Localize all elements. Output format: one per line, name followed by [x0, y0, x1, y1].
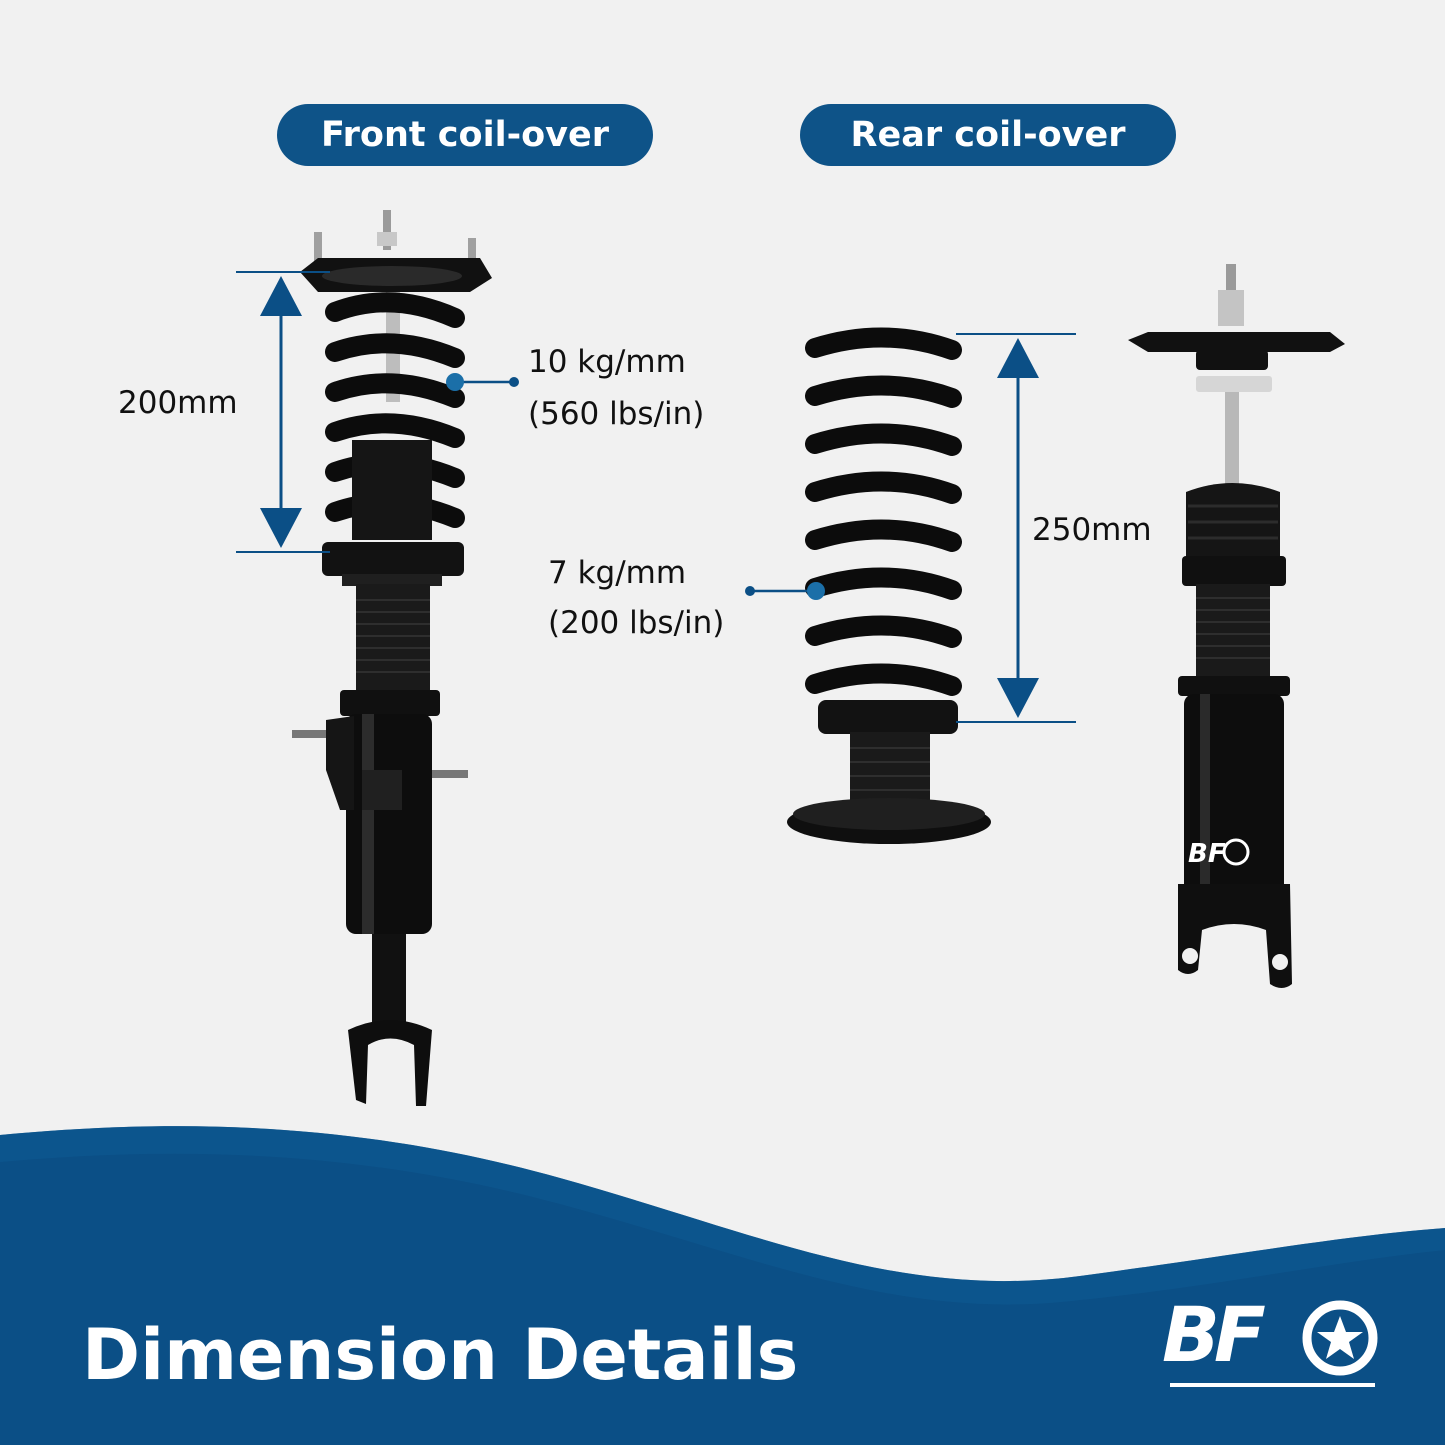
front-rate-imperial: (560 lbs/in) [528, 396, 705, 432]
brand-logo-text: BF [1162, 1290, 1266, 1379]
front-coilover-label: Front coil-over [277, 104, 653, 166]
shock-logo-text: BF [1188, 839, 1226, 869]
front-rate-metric: 10 kg/mm [528, 344, 686, 380]
rear-height-dimension [956, 333, 1076, 723]
shock-logo-star-icon [1222, 838, 1250, 866]
rear-rate-imperial: (200 lbs/in) [548, 605, 725, 641]
front-height-label: 200mm [118, 385, 238, 421]
rear-shock-image [1128, 264, 1345, 988]
page-title: Dimension Details [82, 1314, 799, 1396]
rear-spring-callout [745, 582, 825, 600]
brand-logo: BF [1162, 1295, 1388, 1375]
rear-coilover-label: Rear coil-over [800, 104, 1176, 166]
front-height-dimension [236, 271, 330, 553]
brand-star-icon [1302, 1300, 1378, 1376]
rear-spring-image [787, 327, 991, 844]
brand-logo-underline [1170, 1383, 1375, 1387]
front-coilover-image [292, 210, 492, 1106]
front-spring-callout [446, 373, 519, 391]
rear-height-label: 250mm [1032, 512, 1152, 548]
rear-rate-metric: 7 kg/mm [548, 555, 687, 591]
